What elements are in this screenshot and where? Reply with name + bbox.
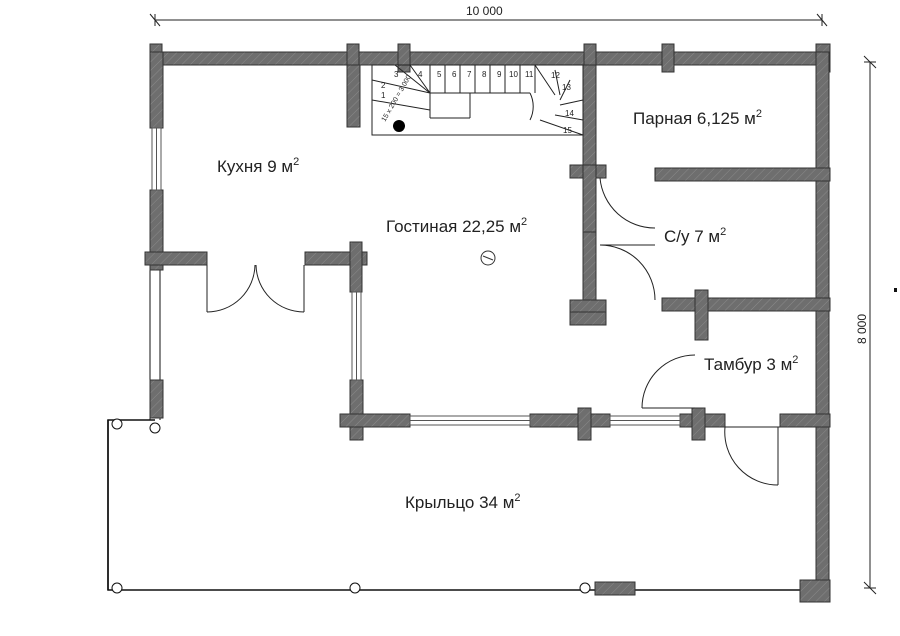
stair-step-number: 1 xyxy=(381,91,386,100)
dimension-height-label: 8 000 xyxy=(855,314,869,344)
ceiling-light-icon xyxy=(480,250,496,266)
dimension-width-label: 10 000 xyxy=(466,4,503,18)
stair-step-number: 10 xyxy=(509,70,518,79)
stair-step-number: 9 xyxy=(497,70,502,79)
stair-step-number: 14 xyxy=(565,109,574,118)
walls xyxy=(144,43,831,603)
dimension-width xyxy=(149,13,828,27)
stair-step-number: 13 xyxy=(562,83,571,92)
room-label-living: Гостиная 22,25 м2 xyxy=(386,216,527,236)
porch-posts xyxy=(111,418,816,594)
porch-outline xyxy=(107,270,815,591)
stair-step-number: 12 xyxy=(551,71,560,80)
stair-step-number: 3 xyxy=(394,70,399,79)
marker-dot xyxy=(894,288,897,292)
room-label-kitchen: Кухня 9 м2 xyxy=(217,156,299,176)
stair-step-number: 7 xyxy=(467,70,472,79)
room-label-vestibule: Тамбур 3 м2 xyxy=(704,354,798,374)
stair-step-number: 8 xyxy=(482,70,487,79)
stair-step-number: 15 xyxy=(563,126,572,135)
stair-step-number: 4 xyxy=(418,70,423,79)
room-label-bathroom: С/у 7 м2 xyxy=(664,226,726,246)
room-label-porch: Крыльцо 34 м2 xyxy=(405,492,521,512)
doors xyxy=(206,168,780,486)
staircase xyxy=(371,64,584,136)
dimension-height xyxy=(863,55,877,595)
stair-step-number: 5 xyxy=(437,70,442,79)
stair-note: 15 x 200 = 3 000 xyxy=(381,74,413,123)
stair-step-number: 6 xyxy=(452,70,457,79)
stair-step-number: 2 xyxy=(381,81,386,90)
windows xyxy=(151,127,681,426)
room-label-sauna: Парная 6,125 м2 xyxy=(633,108,762,128)
stair-post-icon xyxy=(393,120,405,132)
stair-step-number: 11 xyxy=(525,70,534,79)
